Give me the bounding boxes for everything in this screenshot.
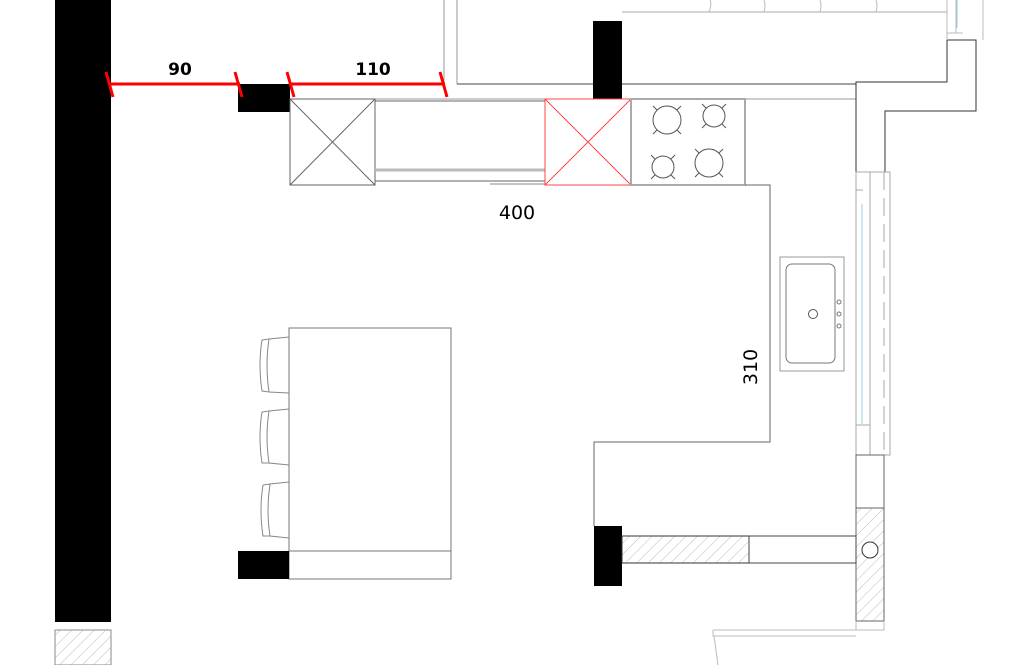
pillar-left [238,84,290,112]
duct-column [855,507,885,622]
bar-stools [259,336,290,539]
highlighted-cabinet [544,98,632,186]
dimension-label-90: 90 [168,60,192,80]
door-frame [712,621,885,665]
counter-outline [593,184,771,526]
dimension-line-110 [285,71,449,98]
burner-icon [652,105,682,135]
pillar-top [593,21,622,99]
pillar-bottom [594,526,622,586]
stool-icon [259,408,290,466]
left-wall [54,0,112,665]
burner-icon [694,148,724,178]
burner-icon [650,154,676,180]
stool-icon [259,336,290,394]
sink [779,256,845,372]
cooktop [630,98,746,186]
dimension-label-110: 110 [355,60,391,80]
partition [748,535,857,564]
stool-icon [260,481,290,539]
dimension-line-90 [104,71,244,98]
counter-section [374,100,546,185]
measurement-310: 310 [740,349,762,385]
base-cabinet-corner [289,98,376,186]
upper-walls [290,0,984,172]
pillar-island [238,551,289,579]
kitchen-island [288,327,452,580]
measurement-400: 400 [499,202,535,224]
window [855,171,891,456]
burner-icon [701,103,727,129]
hatched-wall [621,535,750,564]
wall-segment [855,454,885,509]
